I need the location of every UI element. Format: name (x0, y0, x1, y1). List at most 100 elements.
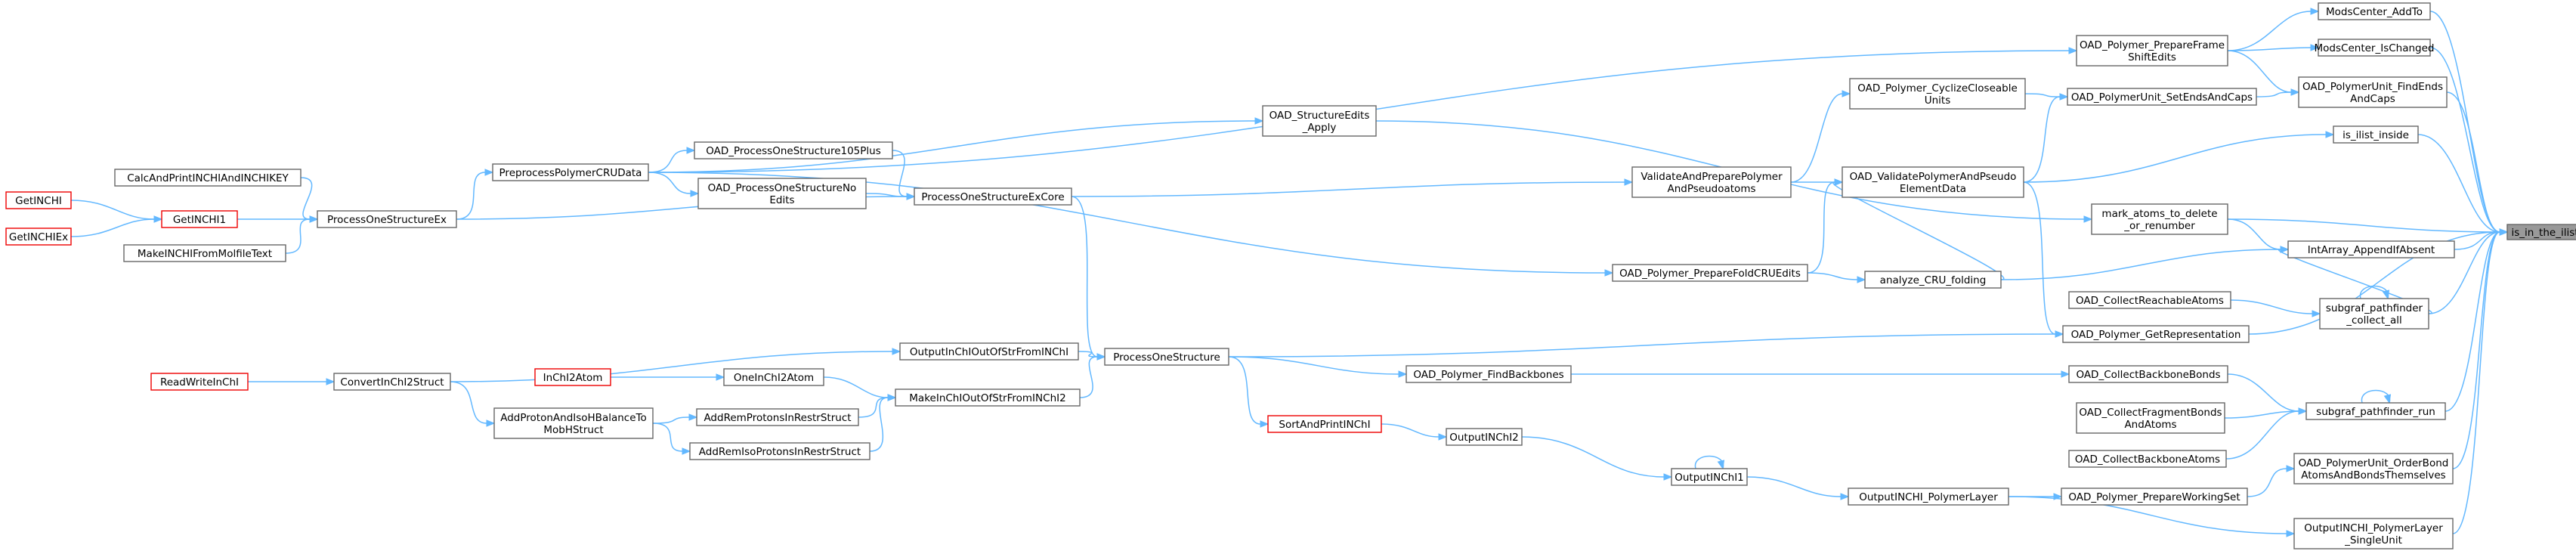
function-node[interactable]: OAD_StructureEdits_Apply (1262, 105, 1377, 137)
node-label: OutputINChI2 (1449, 432, 1519, 444)
function-node[interactable]: OAD_CollectBackboneBonds (2068, 365, 2228, 383)
function-node[interactable]: AddRemProtonsInRestrStruct (696, 408, 859, 426)
node-box (1848, 488, 2009, 506)
call-edge (2248, 228, 2509, 335)
function-node[interactable]: OAD_Polymer_GetRepresentation (2062, 325, 2250, 343)
node-label: ProcessOneStructureExCore (921, 191, 1064, 203)
function-node[interactable]: ProcessOneStructureExCore (914, 187, 1072, 206)
call-edge (1521, 436, 1673, 481)
node-label: OAD_CollectBackboneAtoms (2075, 453, 2220, 466)
function-node[interactable]: PreprocessPolymerCRUData (492, 163, 649, 181)
call-edge (869, 394, 897, 452)
node-box (2068, 365, 2228, 383)
node-box (123, 244, 286, 262)
node-box (2318, 39, 2431, 57)
function-node[interactable]: MakeINCHIFromMolfileText (123, 244, 286, 262)
call-edge (892, 150, 916, 200)
node-box (317, 210, 457, 228)
function-node[interactable]: OutputINChI1 (1671, 468, 1748, 486)
call-edge (2256, 88, 2300, 98)
call-edge (648, 172, 700, 197)
call-edge (2359, 285, 2390, 300)
node-box (696, 408, 859, 426)
function-node[interactable]: OutputINChI2 (1446, 428, 1523, 446)
function-node[interactable]: InChI2Atom (534, 368, 611, 386)
function-node[interactable]: OAD_Polymer_PrepareFoldCRUEdits (1612, 264, 1808, 282)
function-node[interactable]: analyze_CRU_folding (1864, 271, 2002, 289)
node-label: OutputINChI1 (1675, 472, 1744, 484)
node-label: _collect_all (2346, 314, 2401, 327)
function-node[interactable]: SortAndPrintINChI (1267, 415, 1382, 433)
function-node[interactable]: OneInChI2Atom (723, 368, 824, 386)
function-node[interactable]: IntArray_AppendIfAbsent (2287, 240, 2455, 258)
node-box (161, 210, 238, 228)
node-label: OAD_PolymerUnit_SetEndsAndCaps (2071, 91, 2253, 104)
node-label: mark_atoms_to_delete (2101, 208, 2217, 220)
node-box (689, 442, 871, 460)
function-node[interactable]: OAD_Polymer_PrepareWorkingSet (2061, 488, 2248, 506)
call-edge (2023, 181, 2064, 338)
node-box (2506, 224, 2576, 240)
function-node[interactable]: ReadWriteInChI (150, 373, 249, 391)
node-label: OneInChI2Atom (734, 372, 814, 384)
function-node[interactable]: OAD_CollectReachableAtoms (2068, 291, 2231, 309)
function-node[interactable]: MakeInChIOutOfStrFromINChI2 (895, 388, 1081, 407)
function-node[interactable]: OutputInChIOutOfStrFromINChI (899, 342, 1079, 361)
call-edge (300, 177, 319, 223)
function-node[interactable]: OAD_CollectBackboneAtoms (2068, 450, 2227, 468)
function-node[interactable]: mark_atoms_to_delete_or_renumber (2091, 203, 2228, 235)
node-label: ReadWriteInChI (160, 376, 239, 388)
function-node[interactable]: is_ilist_inside (2333, 125, 2419, 144)
node-box (114, 169, 302, 187)
function-node[interactable]: OAD_ProcessOneStructure105Plus (694, 141, 893, 159)
call-edge (2227, 44, 2320, 51)
function-node[interactable]: CalcAndPrintINCHIAndINCHIKEY (114, 169, 302, 187)
function-node[interactable]: OAD_PolymerUnit_OrderBondAtomsAndBondsTh… (2293, 453, 2454, 484)
node-box (2067, 88, 2257, 106)
function-node[interactable]: OAD_Polymer_FindBackbones (1406, 365, 1572, 383)
function-node[interactable]: OAD_PolymerUnit_SetEndsAndCaps (2067, 88, 2257, 106)
call-edge (823, 376, 897, 401)
node-box (534, 368, 611, 386)
node-label: SortAndPrintINChI (1279, 419, 1370, 431)
node-box (2062, 325, 2250, 343)
function-node[interactable]: ProcessOneStructure (1104, 348, 1229, 366)
call-edge (2000, 246, 2290, 280)
node-box (1864, 271, 2002, 289)
function-node[interactable]: subgraf_pathfinder_run (2305, 402, 2446, 420)
node-label: subgraf_pathfinder (2326, 302, 2423, 314)
function-node[interactable]: ModsCenter_AddTo (2318, 2, 2431, 20)
node-label: ValidateAndPreparePolymer (1641, 171, 1783, 183)
function-node[interactable]: GetINCHIEx (5, 228, 72, 246)
node-label: is_ilist_inside (2343, 129, 2409, 141)
node-label: OAD_Polymer_PrepareFrame (2080, 39, 2225, 51)
function-node[interactable]: subgraf_pathfinder_collect_all (2319, 298, 2429, 330)
call-edge (2227, 218, 2290, 253)
call-edge (652, 413, 698, 424)
function-node[interactable]: AddRemIsoProtonsInRestrStruct (689, 442, 871, 460)
function-node[interactable]: ProcessOneStructureEx (317, 210, 457, 228)
function-node[interactable]: GetINCHI (5, 191, 72, 209)
call-edge (2452, 228, 2509, 534)
function-node[interactable]: ConvertInChI2Struct (333, 373, 451, 391)
call-edge (450, 348, 901, 382)
call-edge (1228, 330, 2064, 358)
call-edge (2023, 93, 2069, 183)
function-node[interactable]: OutputINCHI_PolymerLayer (1848, 488, 2009, 506)
function-node[interactable]: GetINCHI1 (161, 210, 238, 228)
node-label: AddRemIsoProtonsInRestrStruct (699, 446, 861, 458)
node-label: GetINCHI (15, 195, 62, 207)
function-node[interactable]: ModsCenter_IsChanged (2315, 39, 2435, 57)
call-edge (648, 117, 1264, 173)
function-node[interactable]: OutputINCHI_PolymerLayer_SingleUnit (2293, 518, 2454, 549)
node-box (2293, 453, 2454, 484)
target-function-node[interactable]: is_in_the_ilist (2506, 224, 2576, 240)
